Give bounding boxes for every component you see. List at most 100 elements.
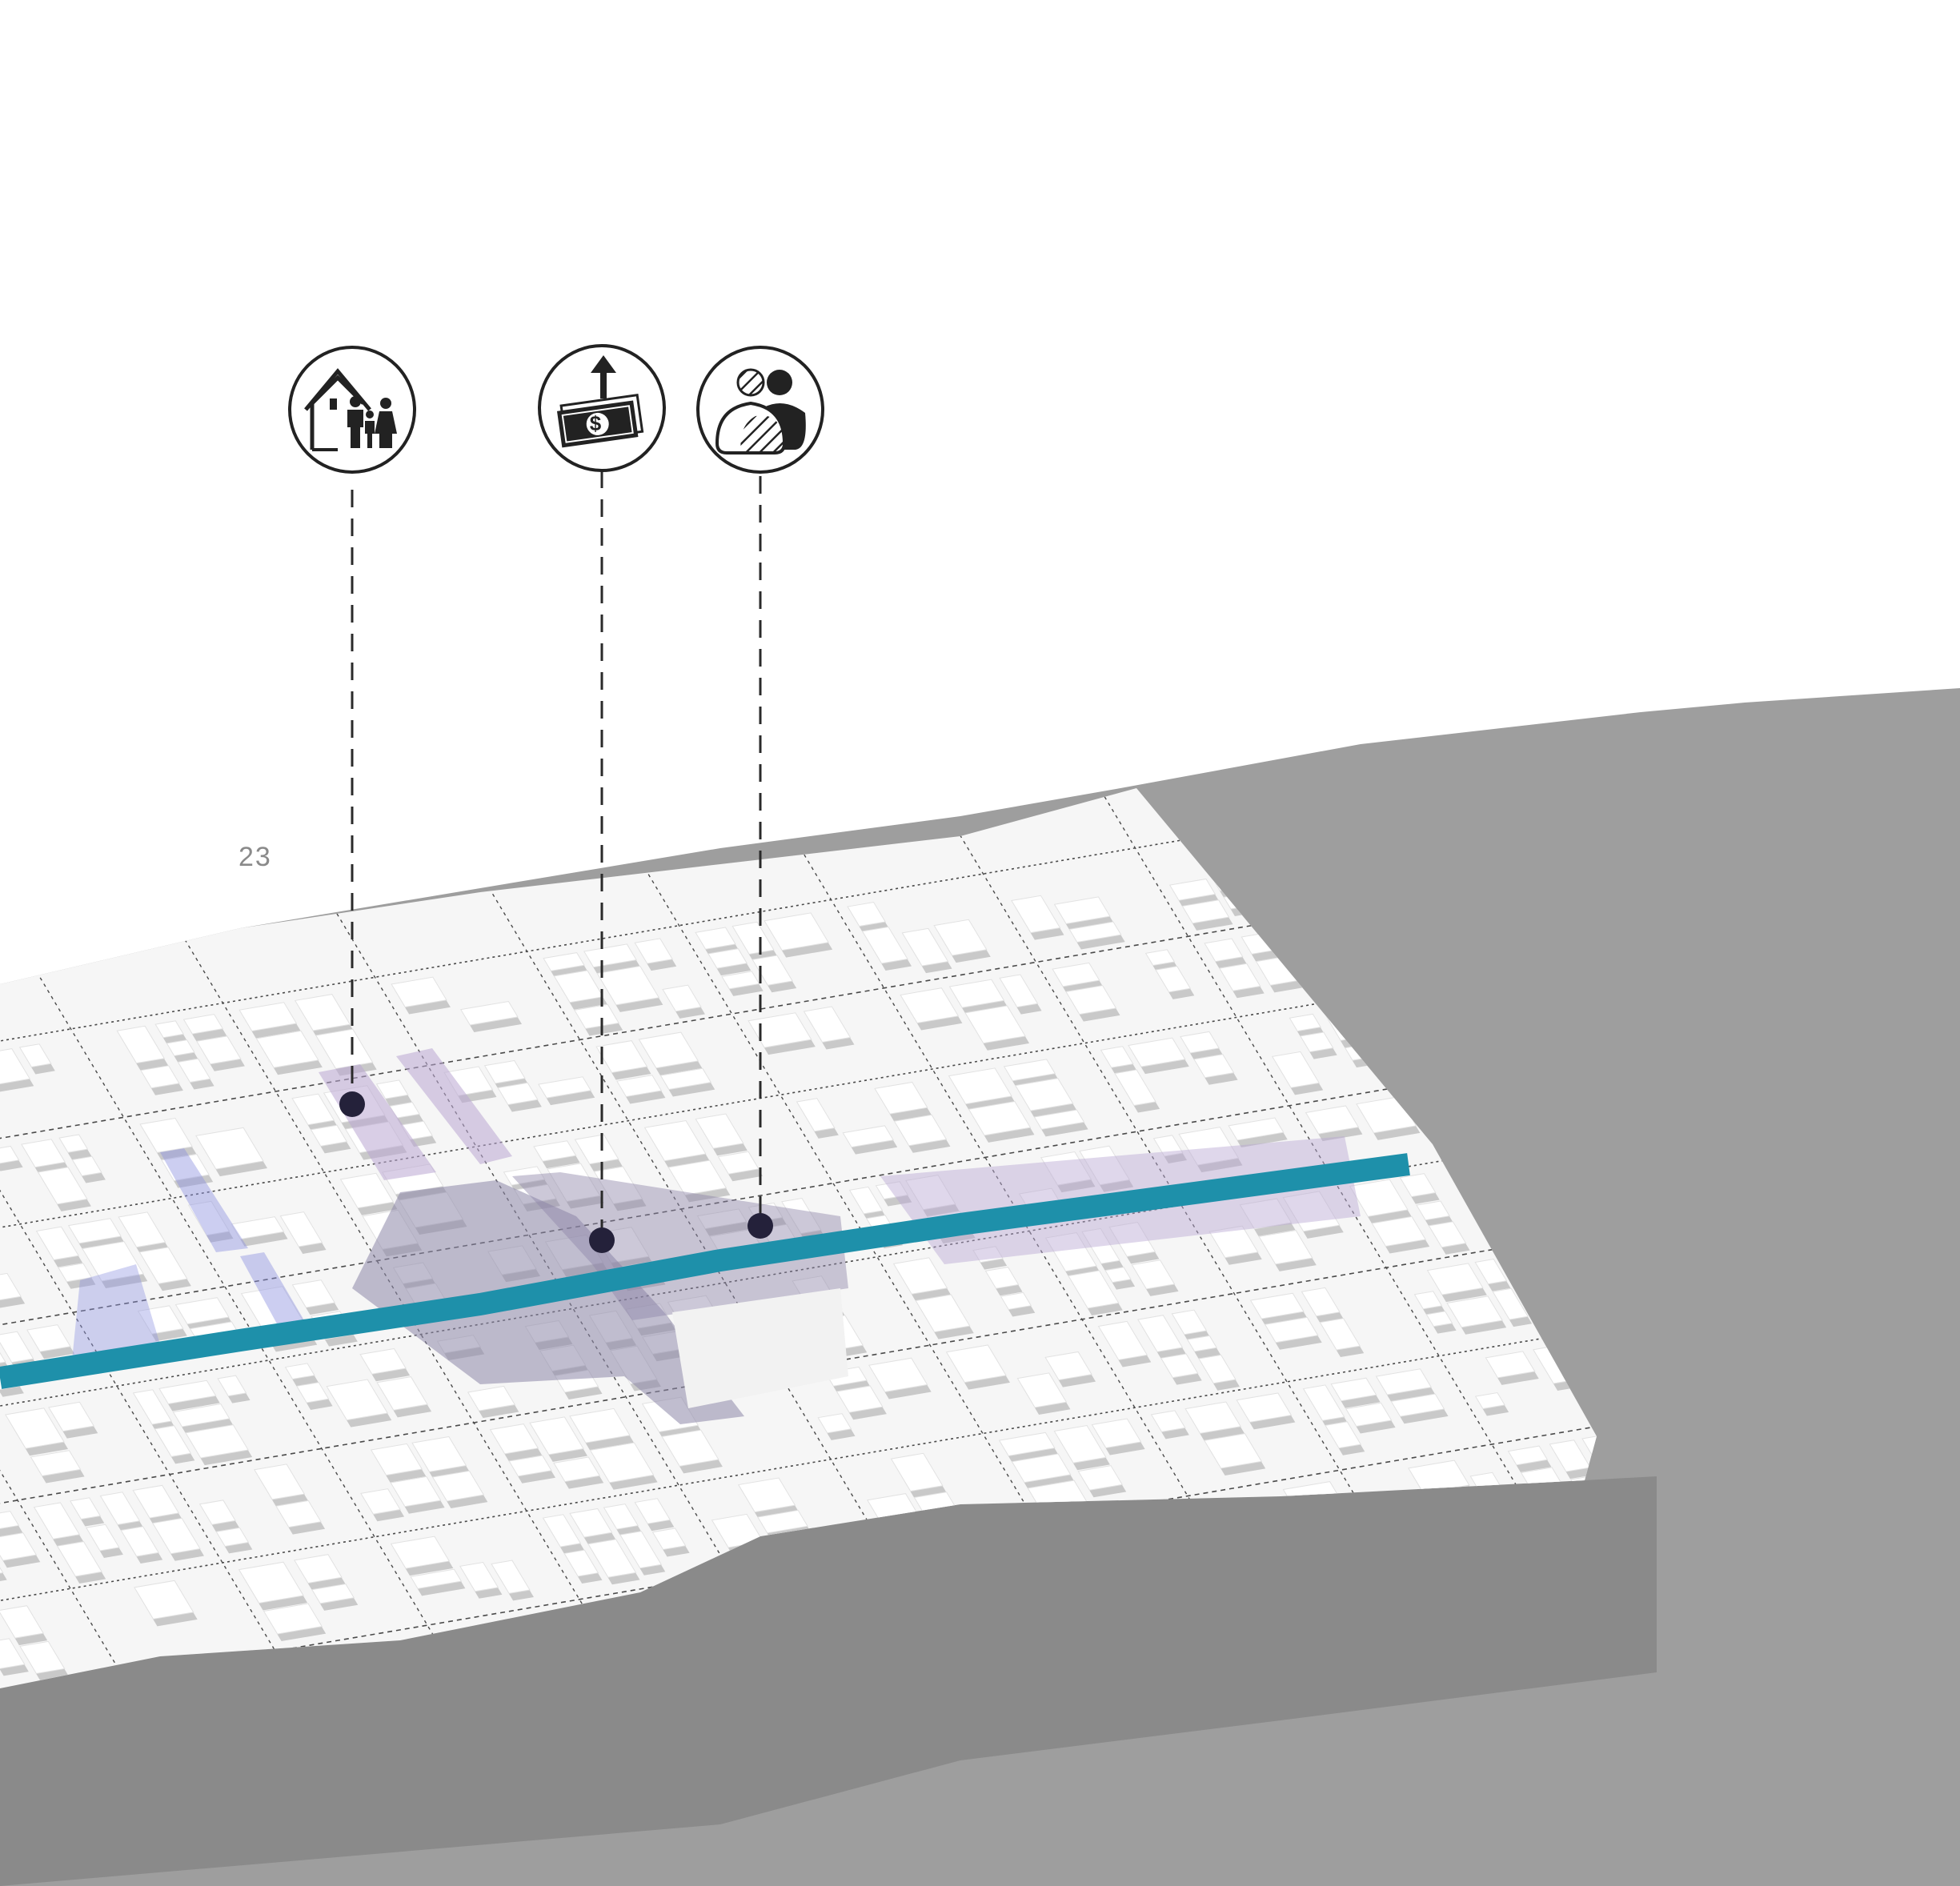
building-block (230, 1216, 285, 1240)
building-block (0, 1552, 4, 1580)
building-block (757, 1509, 808, 1534)
building-block (593, 1166, 643, 1204)
building-block (1155, 966, 1192, 993)
street-line (929, 788, 1437, 1633)
building-block (1152, 1135, 1184, 1157)
building-block (1114, 1069, 1156, 1107)
building-block (538, 1076, 592, 1099)
building-block (1236, 1392, 1293, 1423)
building-block (1000, 1291, 1032, 1311)
building-block (1150, 1410, 1186, 1432)
building-block (868, 1357, 928, 1393)
location-markers (339, 1091, 773, 1253)
street-line (0, 1216, 1597, 1667)
building-block (905, 1175, 956, 1211)
street-line (0, 797, 1597, 1247)
building-block (116, 1025, 166, 1064)
building-block (874, 1081, 928, 1115)
building-block (695, 1113, 744, 1149)
building-block (1011, 1453, 1072, 1484)
building-block (634, 938, 674, 964)
building-block (315, 1028, 374, 1070)
building-block (58, 1263, 93, 1283)
building-block (0, 1272, 22, 1305)
building-block (1044, 1231, 1097, 1272)
building-block (18, 1043, 52, 1067)
building-block (294, 1554, 343, 1584)
building-block (1319, 1318, 1361, 1351)
building-block (553, 1456, 601, 1483)
building-block (569, 1407, 631, 1444)
building-block (1068, 1270, 1120, 1309)
building-block (695, 927, 736, 950)
building-block (99, 1492, 141, 1525)
building-block (275, 1500, 322, 1528)
building-block (893, 1114, 948, 1147)
building-block (1428, 1221, 1467, 1248)
building-block (1108, 1222, 1156, 1257)
building-block (1100, 1046, 1134, 1068)
building-block (651, 1528, 687, 1551)
building-block (1015, 1078, 1074, 1111)
building-block (391, 976, 447, 1008)
building-block (0, 1638, 26, 1669)
building-block (1239, 1198, 1293, 1230)
building-block (1325, 1421, 1362, 1449)
building-block (1228, 1117, 1285, 1141)
street-line (0, 1128, 1597, 1579)
building-block (0, 1605, 44, 1639)
building-block (543, 952, 585, 971)
building-block (56, 1541, 102, 1577)
building-block (1408, 1460, 1470, 1494)
building-block (0, 1532, 38, 1561)
building-block (390, 1536, 451, 1569)
building-block (1053, 896, 1111, 925)
building-block (255, 1030, 319, 1068)
building-block (185, 1424, 249, 1459)
building-block (1171, 1309, 1208, 1335)
building-block (291, 1093, 335, 1126)
building-block (984, 1267, 1020, 1289)
building-block (21, 1139, 66, 1168)
building-block (764, 912, 829, 951)
building-block (238, 1002, 298, 1032)
building-block (1390, 1393, 1445, 1417)
building-block (1264, 1316, 1319, 1343)
building-block (616, 1075, 663, 1097)
building-block (643, 1119, 707, 1162)
building-block (467, 1385, 516, 1411)
building-block (1079, 1145, 1131, 1186)
building-block (0, 1511, 20, 1532)
building-block (1208, 1225, 1259, 1259)
building-block (1492, 1287, 1529, 1320)
building-block (138, 1247, 188, 1284)
building-block (198, 1500, 236, 1525)
building-block (563, 1549, 599, 1577)
building-block (892, 1257, 948, 1295)
building-block (737, 1477, 796, 1513)
building-block (945, 1344, 1007, 1383)
building-block (1186, 1335, 1217, 1352)
building-block (0, 1331, 34, 1363)
building-block (35, 1226, 79, 1261)
building-block (583, 943, 637, 968)
building-block (0, 1335, 6, 1367)
building-block (890, 1452, 944, 1492)
map-shadow (0, 1476, 1657, 1886)
building-block (707, 948, 748, 969)
building-block (217, 1375, 247, 1397)
building-block (1104, 1267, 1132, 1283)
building-block (158, 1379, 217, 1404)
building-block (459, 1000, 519, 1026)
zone-blue-west (160, 1148, 248, 1252)
building-block (574, 1134, 619, 1165)
building-block (1271, 1051, 1321, 1088)
building-block (1282, 1191, 1341, 1232)
marker-community (748, 1213, 773, 1239)
building-block (968, 1100, 1032, 1136)
building-block (359, 1347, 407, 1375)
building-block (972, 1246, 1004, 1263)
building-block (542, 1514, 582, 1548)
building-block (1474, 1258, 1508, 1285)
building-block (595, 1040, 648, 1074)
